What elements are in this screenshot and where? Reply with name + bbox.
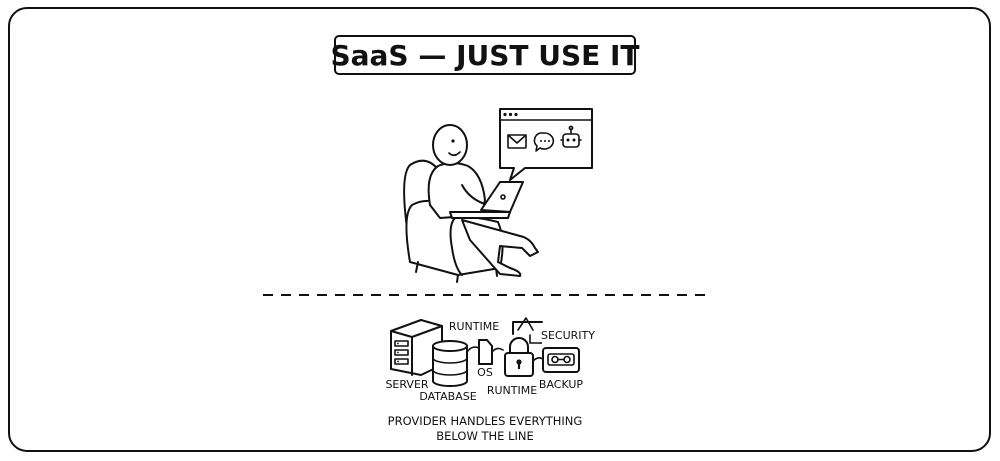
caption-line-2: BELOW THE LINE <box>436 429 534 443</box>
label-security: SECURITY <box>541 329 595 342</box>
title-border <box>334 35 636 75</box>
label-server: SERVER <box>385 378 428 391</box>
mail-icon <box>507 134 527 149</box>
armchair-armrest <box>449 217 463 276</box>
person-head <box>432 124 468 166</box>
outer-frame <box>8 7 991 452</box>
chat-icon <box>533 132 555 152</box>
label-database: DATABASE <box>419 390 476 403</box>
person-eye <box>451 139 455 143</box>
label-runtime-bottom: RUNTIME <box>487 384 537 397</box>
label-runtime-top: RUNTIME <box>449 320 499 333</box>
os-icon <box>466 339 504 365</box>
laptop-logo <box>500 194 506 200</box>
person-torso <box>427 162 486 219</box>
backup-tape-icon <box>532 347 580 373</box>
laptop-screen <box>480 181 524 213</box>
database-icon <box>432 340 468 387</box>
laptop-base <box>449 211 511 219</box>
label-os: OS <box>477 366 493 379</box>
caption-line-1: PROVIDER HANDLES EVERYTHING <box>388 414 583 428</box>
server-icon <box>390 319 443 376</box>
robot-icon <box>560 125 582 148</box>
security-icon <box>512 317 543 344</box>
person-smile <box>448 151 461 157</box>
page-title: SaaS — JUST USE IT <box>330 39 639 72</box>
label-backup: BACKUP <box>539 378 584 391</box>
window-dot-3 <box>514 112 518 117</box>
infrastructure-group: RUNTIME SECURITY SERVER DATABASE OS RUNT… <box>385 317 595 403</box>
person-legs <box>461 219 539 277</box>
window-dot-2 <box>508 112 513 117</box>
lock-icon <box>504 337 534 377</box>
window-dot-1 <box>503 112 507 117</box>
title-box: SaaS — JUST USE IT <box>330 35 640 75</box>
person-in-armchair <box>403 124 539 283</box>
app-window <box>499 108 593 181</box>
